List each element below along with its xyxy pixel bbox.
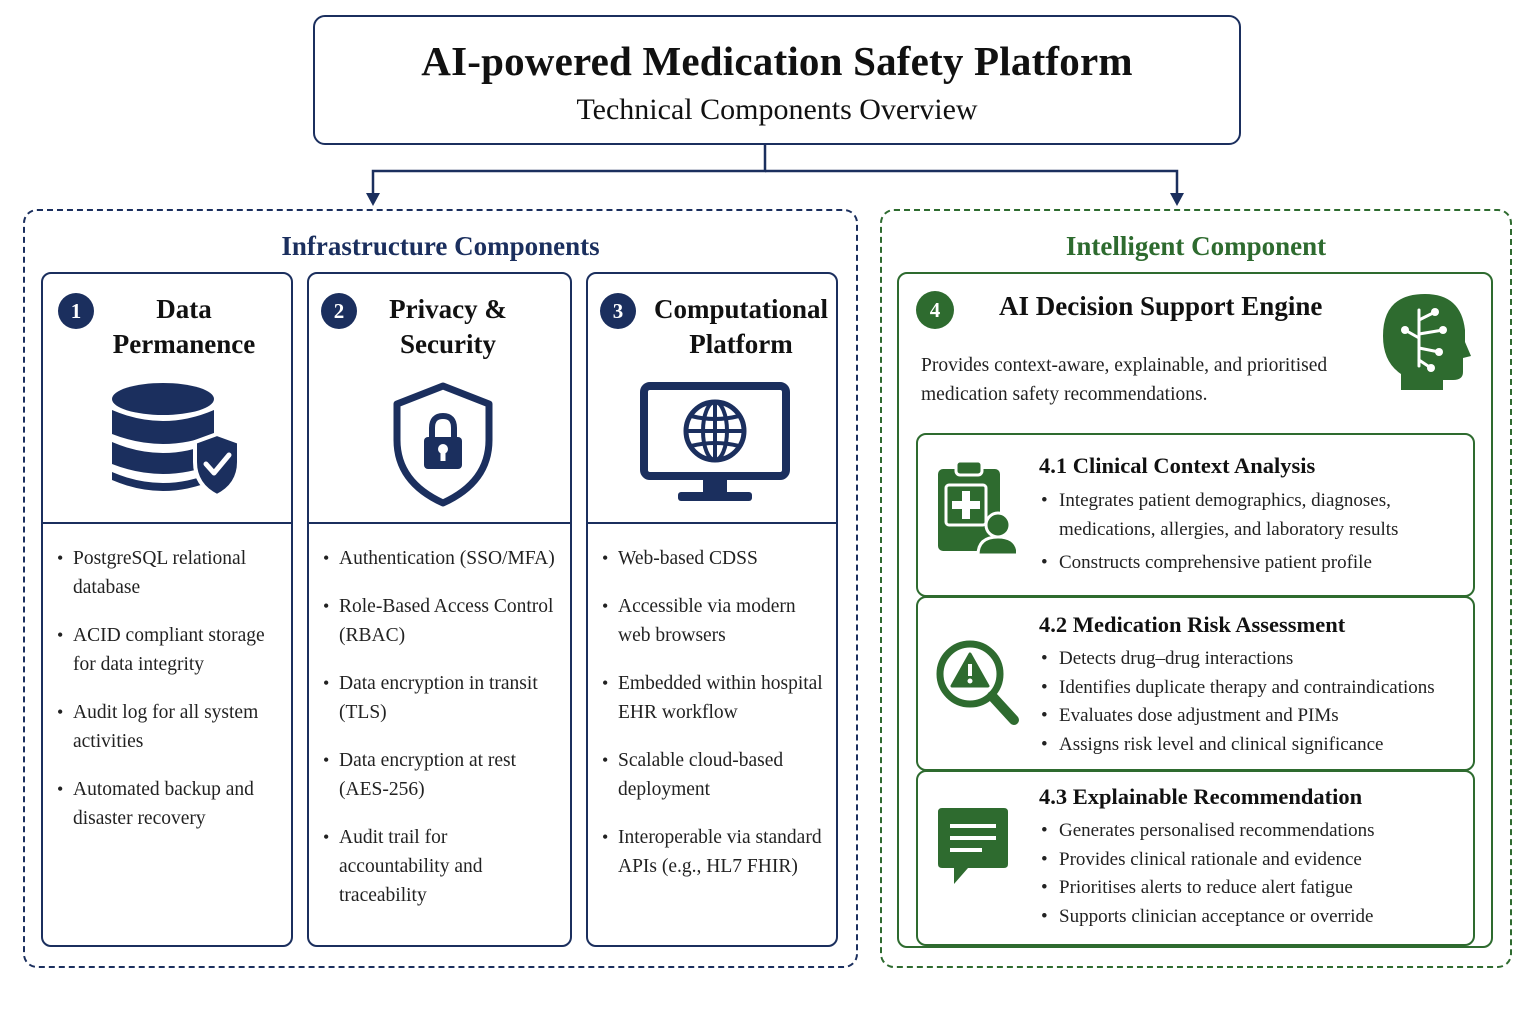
bullet-list: Generates personalised recommendations P… (1039, 817, 1469, 931)
list-item: Authentication (SSO/MFA) (323, 544, 560, 573)
list-item: Prioritises alerts to reduce alert fatig… (1041, 874, 1469, 903)
card-title: Privacy & Security (359, 292, 537, 362)
list-item: Audit trail for accountability and trace… (323, 823, 560, 910)
bullet-list: Web-based CDSS Accessible via modern web… (588, 524, 836, 881)
ai-engine-card: 4 AI Decision Support Engine Provides co… (897, 272, 1493, 948)
bullet-list: PostgreSQL relational database ACID comp… (43, 524, 291, 833)
page-title: AI-powered Medication Safety Platform (421, 38, 1133, 84)
card-header: 2 Privacy & Security (309, 274, 570, 524)
card-title: Data Permanence (93, 292, 275, 362)
bullet-list: Detects drug–drug interactions Identifie… (1039, 645, 1469, 759)
subcomponent-title: 4.3 Explainable Recommendation (1039, 784, 1363, 809)
ai-engine-description: Provides context-aware, explainable, and… (921, 355, 1328, 405)
card-title: Computational Platform (646, 292, 836, 362)
number-badge: 4 (916, 291, 954, 329)
title-box: AI-powered Medication Safety Platform Te… (313, 15, 1241, 145)
list-item: Embedded within hospital EHR workflow (602, 669, 826, 727)
list-item: Assigns risk level and clinical signific… (1041, 731, 1469, 760)
shield-lock-icon (393, 382, 493, 507)
list-item: Accessible via modern web browsers (602, 592, 826, 650)
list-item: Integrates patient demographics, diagnos… (1041, 487, 1459, 544)
list-item: Web-based CDSS (602, 544, 826, 573)
card-data-permanence: 1 Data Permanence PostgreSQL relational … (41, 272, 293, 947)
list-item: Scalable cloud-based deployment (602, 746, 826, 804)
list-item: Evaluates dose adjustment and PIMs (1041, 702, 1469, 731)
number-badge: 1 (58, 293, 94, 329)
card-title-line: Security (400, 329, 496, 359)
ai-head-circuit-icon (1383, 294, 1471, 390)
list-item: Interoperable via standard APIs (e.g., H… (602, 823, 826, 881)
card-privacy-security: 2 Privacy & Security Authentication (SSO… (307, 272, 572, 947)
clipboard-patient-icon (938, 459, 1016, 557)
list-item: PostgreSQL relational database (57, 544, 281, 602)
subcomponent-title: 4.2 Medication Risk Assessment (1039, 612, 1346, 637)
list-item: Audit log for all system activities (57, 698, 281, 756)
list-item: Role-Based Access Control (RBAC) (323, 592, 560, 650)
list-item: Provides clinical rationale and evidence (1041, 846, 1469, 875)
card-title-line: Platform (689, 329, 793, 359)
bullet-list: Integrates patient demographics, diagnos… (1039, 487, 1459, 578)
card-title-line: Data (156, 294, 212, 324)
list-item: Generates personalised recommendations (1041, 817, 1469, 846)
list-item: Constructs comprehensive patient profile (1041, 549, 1459, 578)
list-item: Detects drug–drug interactions (1041, 645, 1469, 674)
bullet-list: Authentication (SSO/MFA) Role-Based Acce… (309, 524, 570, 910)
subcomponent-risk-assessment: 4.2 Medication Risk Assessment Detects d… (916, 596, 1475, 771)
infrastructure-title: Infrastructure Components (281, 231, 600, 261)
magnifier-warning-icon (936, 640, 1019, 725)
chat-message-icon (938, 808, 1008, 884)
subcomponent-clinical-context: 4.1 Clinical Context Analysis Integrates… (916, 433, 1475, 597)
number-badge: 3 (600, 293, 636, 329)
card-title-line: Privacy & (389, 294, 507, 324)
card-title-line: Permanence (112, 329, 256, 359)
subcomponent-explainable-recommendation: 4.3 Explainable Recommendation Generates… (916, 770, 1475, 946)
intelligent-group: Intelligent Component (880, 209, 1512, 968)
infrastructure-group: Infrastructure Components (23, 209, 858, 968)
card-title-line: Computational (653, 294, 829, 324)
number-badge: 2 (321, 293, 357, 329)
list-item: ACID compliant storage for data integrit… (57, 621, 281, 679)
ai-engine-title: AI Decision Support Engine (999, 291, 1323, 321)
card-computational-platform: 3 Computational Platform Web-based CDSS … (586, 272, 838, 947)
intelligent-title: Intelligent Component (1065, 231, 1327, 261)
monitor-globe-icon (640, 382, 790, 501)
list-item: Identifies duplicate therapy and contrai… (1041, 674, 1469, 703)
database-shield-icon (112, 383, 241, 499)
list-item: Data encryption in transit (TLS) (323, 669, 560, 727)
subcomponent-title: 4.1 Clinical Context Analysis (1039, 453, 1316, 478)
card-header: 1 Data Permanence (43, 274, 291, 524)
card-header: 3 Computational Platform (588, 274, 836, 524)
list-item: Automated backup and disaster recovery (57, 775, 281, 833)
list-item: Supports clinician acceptance or overrid… (1041, 903, 1469, 932)
list-item: Data encryption at rest (AES-256) (323, 746, 560, 804)
page-subtitle: Technical Components Overview (576, 93, 978, 126)
